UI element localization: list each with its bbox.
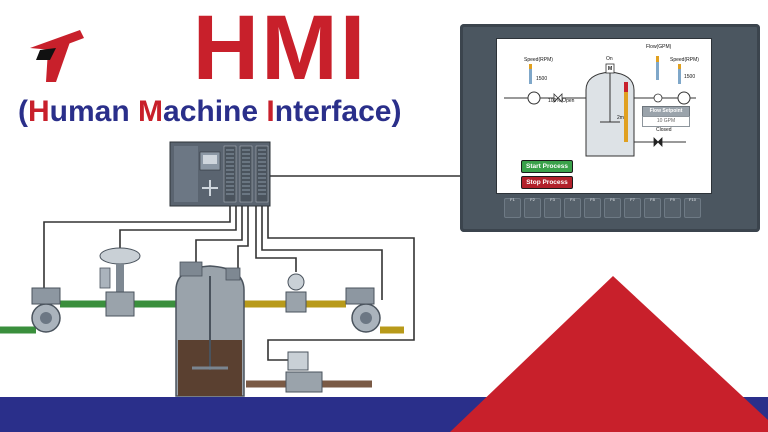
function-key[interactable]: F9 <box>664 197 681 218</box>
function-key-label: F7 <box>630 197 635 202</box>
function-key-label: F3 <box>550 197 555 202</box>
valve-open-label: 100% Open <box>548 98 575 104</box>
function-key-label: F8 <box>650 197 655 202</box>
function-key-label: F4 <box>570 197 575 202</box>
function-key[interactable]: F1 <box>504 197 521 218</box>
stop-process-button[interactable]: Stop Process <box>521 176 573 189</box>
subtitle-part: H <box>28 95 50 128</box>
flow-label: Flow(GPM) <box>646 44 672 50</box>
speed-left-label: Speed(RPM) <box>524 57 553 63</box>
function-key-label: F10 <box>689 197 696 202</box>
function-key-label: F2 <box>530 197 535 202</box>
function-key-row: F1 F2 F3 F4 F5 F6 F7 F8 F9 F10 <box>504 197 704 222</box>
function-key[interactable]: F6 <box>604 197 621 218</box>
red-triangle <box>450 276 768 432</box>
function-key-label: F9 <box>670 197 675 202</box>
function-key-label: F1 <box>510 197 515 202</box>
brand-logo <box>30 30 84 82</box>
closed-label: Closed <box>656 127 672 133</box>
motor-label: M <box>608 66 613 72</box>
function-key-label: F5 <box>590 197 595 202</box>
solenoid-valve <box>285 351 323 393</box>
subtitle-part: ( <box>18 95 28 128</box>
start-process-button[interactable]: Start Process <box>521 160 573 173</box>
function-key[interactable]: F10 <box>684 197 701 218</box>
function-key[interactable]: F8 <box>644 197 661 218</box>
function-key[interactable]: F3 <box>544 197 561 218</box>
flow-setpoint-input[interactable]: 10 GPM <box>642 116 690 127</box>
tank-level-label: 2m <box>617 115 624 121</box>
left-pump <box>31 287 61 333</box>
signal-wires <box>43 175 462 361</box>
function-key[interactable]: F4 <box>564 197 581 218</box>
function-key[interactable]: F7 <box>624 197 641 218</box>
speed-right-value: 1500 <box>684 74 696 80</box>
hmi-mimic <box>504 56 696 157</box>
page-title: HMI <box>192 0 368 99</box>
speed-left-value: 1500 <box>536 76 548 82</box>
flow-transmitter <box>285 273 307 313</box>
tank <box>175 261 245 397</box>
plc-rack <box>169 141 271 207</box>
function-key[interactable]: F5 <box>584 197 601 218</box>
page-subtitle: (Human Machine Interface) <box>18 92 458 132</box>
function-key-label: F6 <box>610 197 615 202</box>
subtitle-part: I <box>266 95 275 128</box>
subtitle-part: achine <box>163 95 267 128</box>
subtitle-part: uman <box>49 95 139 128</box>
speed-right-label: Speed(RPM) <box>670 57 699 63</box>
subtitle-part: nterface) <box>274 95 402 128</box>
subtitle-part: M <box>138 95 164 128</box>
function-key[interactable]: F2 <box>524 197 541 218</box>
control-valve <box>99 247 141 317</box>
right-pump <box>345 287 381 333</box>
tank-on-label: On <box>606 56 613 62</box>
